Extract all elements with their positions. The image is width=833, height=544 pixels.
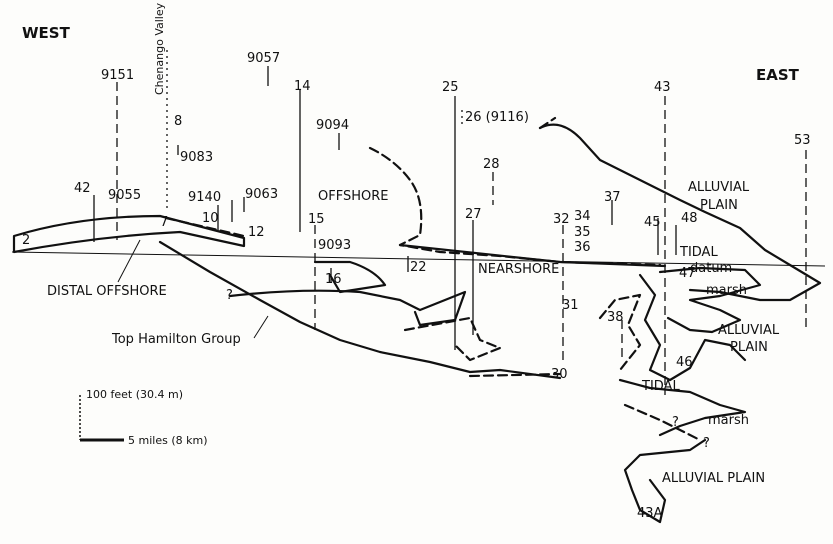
well-label-42: 42 [74,181,91,196]
marsh-upper-label: marsh [706,283,747,298]
top-hamilton-group-contact [158,240,562,380]
well-label-30: 30 [551,367,568,382]
well-label-7: 7 [160,215,168,230]
well-label-9055: 9055 [108,188,141,203]
well-label-34: 34 [574,209,591,224]
top-hamilton-group-contact-dashed [468,372,562,378]
top-hamilton-leader [253,315,269,339]
distal-offshore-label: DISTAL OFFSHORE [47,284,167,299]
alluvial-plain-mid-label-1: ALLUVIAL [718,323,780,338]
well-label-31: 31 [562,298,579,313]
chenango-valley-label: Chenango Valley [153,2,166,95]
well-label-26: 26 (9116) [465,110,529,125]
alluvial-upper-dashed [538,116,557,130]
well-label-35: 35 [574,225,591,240]
marsh-tongue-upper [658,266,762,334]
well-label-45: 45 [644,215,661,230]
offshore-label: OFFSHORE [318,189,388,204]
well-label-27: 27 [465,207,482,222]
question-mark-west: ? [226,288,233,303]
alluvial-tidal-upper [538,123,822,302]
scale-bar: 100 feet (30.4 m) 5 miles (8 km) [79,388,207,447]
well-label-38: 38 [607,310,624,325]
well-label-10: 10 [202,211,219,226]
well-label-25: 25 [442,80,459,95]
vertical-scale-label: 100 feet (30.4 m) [86,388,183,401]
nearshore-label: NEARSHORE [478,262,559,277]
top-hamilton-label: Top Hamilton Group [111,332,241,347]
well-label-9063: 9063 [245,187,278,202]
well-label-16: 16 [325,272,342,287]
offshore-tongue-16 [313,260,387,294]
alluvial-plain-top-label-2: PLAIN [700,198,738,213]
well-label-32: 32 [553,212,570,227]
horizontal-scale-label: 5 miles (8 km) [128,434,207,447]
question-mark-east-1: ? [672,415,679,430]
well-label-47: 47 [679,266,696,281]
nearshore-tongue-1 [228,289,467,327]
alluvial-plain-bottom-label: ALLUVIAL PLAIN [662,471,765,486]
well-label-12: 12 [248,225,265,240]
well-label-53: 53 [794,133,811,148]
well-lines [93,50,807,395]
nearshore-tongue-2 [403,316,502,362]
distal-offshore-lens-dashed [164,216,246,238]
well-label-9140: 9140 [188,190,221,205]
marsh-lower-label: marsh [708,413,749,428]
well-label-36: 36 [574,240,591,255]
well-label-9093: 9093 [318,238,351,253]
well-label-9057: 9057 [247,51,280,66]
tidal-alluvial-mid [638,273,747,382]
west-label: WEST [22,24,71,42]
question-mark-east-2: ? [703,436,710,451]
well-label-22: 22 [410,260,427,275]
well-label-48: 48 [681,211,698,226]
distal-offshore-leader [117,239,141,283]
datum-label: datum [690,261,732,276]
well-label-15: 15 [308,212,325,227]
well-label-8: 8 [174,114,182,129]
alluvial-plain-mid-label-2: PLAIN [730,340,768,355]
east-label: EAST [756,66,800,84]
alluvial-plain-bottom-outline [623,438,707,524]
well-label-37: 37 [604,190,621,205]
well-label-9151: 9151 [101,68,134,83]
well-label-46: 46 [676,355,693,370]
well-label-28: 28 [483,157,500,172]
tidal-lower-dashed [623,403,702,442]
well-label-43a: 43A [637,506,663,521]
well-label-43: 43 [654,80,671,95]
datum-line [11,251,826,267]
dashed-tidal-west [598,293,642,372]
tidal-top-label: TIDAL [679,245,718,260]
well-label-9094: 9094 [316,118,349,133]
tidal-lower-tongue [618,378,747,437]
tidal-lower-label: TIDAL [641,379,680,394]
offshore-contact-upper [368,146,662,267]
distal-offshore-lens [12,214,246,254]
well-label-9083: 9083 [180,150,213,165]
offshore-contact-thick [398,243,667,268]
well-label-14: 14 [294,79,311,94]
alluvial-plain-top-label-1: ALLUVIAL [688,180,750,195]
well-label-2: 2 [22,233,30,248]
